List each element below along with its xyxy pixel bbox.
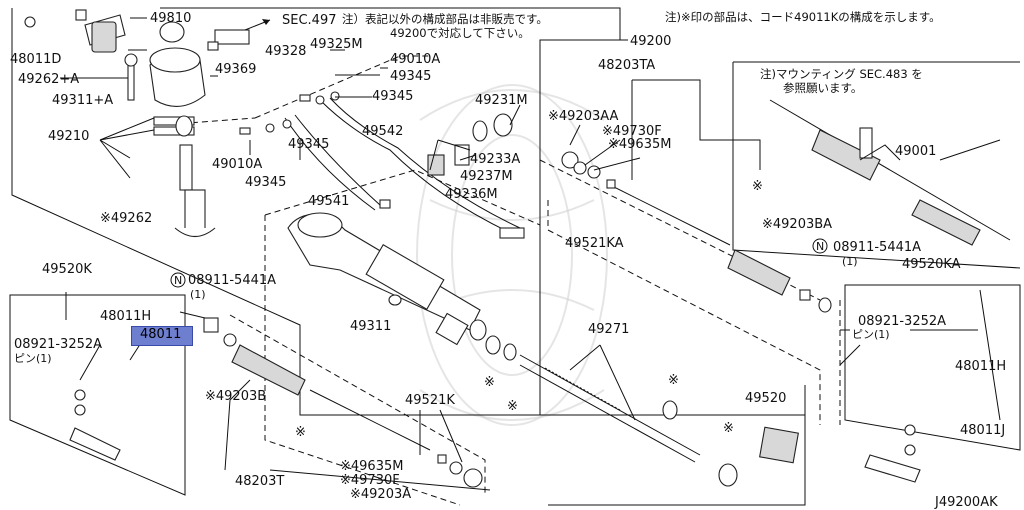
label-49311A[interactable]: 49311+A: [52, 93, 113, 108]
label-08921-a[interactable]: 08921-3252A: [858, 314, 946, 329]
label-48011J[interactable]: 48011J: [960, 423, 1005, 438]
label-49345-b[interactable]: 49345: [372, 89, 413, 104]
label-49231M[interactable]: 49231M: [475, 93, 528, 108]
label-49271[interactable]: 49271: [588, 322, 629, 337]
label-48011H-a[interactable]: 48011H: [955, 359, 1006, 374]
label-49203AA[interactable]: ※49203AA: [548, 109, 619, 124]
n-marker: N: [174, 274, 182, 287]
label-08911-b[interactable]: 08911-5441A: [188, 273, 276, 288]
label-49541[interactable]: 49541: [308, 194, 349, 209]
label-49730F-b[interactable]: ※49730F: [340, 473, 400, 488]
label-08911-a[interactable]: 08911-5441A: [833, 240, 921, 255]
label-49203B[interactable]: ※49203B: [205, 389, 266, 404]
star-marker: ※: [668, 373, 679, 388]
label-49328[interactable]: 49328: [265, 44, 306, 59]
label-49236M[interactable]: 49236M: [445, 187, 498, 202]
label-49311[interactable]: 49311: [350, 319, 391, 334]
star-marker: ※: [723, 421, 734, 436]
label-49521K[interactable]: 49521K: [405, 393, 455, 408]
label-49369[interactable]: 49369: [215, 62, 256, 77]
figure-code: J49200AK: [934, 495, 998, 510]
note-top-left: 注）表記以外の構成部品は非販売です。: [342, 12, 548, 26]
label-49345-d[interactable]: 49345: [288, 137, 329, 152]
star-marker: ※: [507, 399, 518, 414]
label-49001[interactable]: 49001: [895, 144, 936, 159]
label-49542[interactable]: 49542: [362, 124, 403, 139]
part-drawings: [24, 9, 1011, 488]
note-mounting-2: 参照願います。: [783, 81, 863, 95]
label-49325M[interactable]: 49325M: [310, 37, 363, 52]
star-marker: ※: [752, 179, 763, 194]
label-49520K[interactable]: 49520K: [42, 262, 92, 277]
star-marker: ※: [484, 375, 495, 390]
label-49520KA[interactable]: 49520KA: [902, 257, 961, 272]
label-49520[interactable]: 49520: [745, 391, 786, 406]
star-marker: ※: [295, 425, 306, 440]
label-49810[interactable]: 49810: [150, 11, 191, 26]
label-49233A[interactable]: 49233A: [470, 152, 520, 167]
n-marker: N: [816, 240, 824, 253]
note-top-left-2: 49200で対応して下さい。: [390, 26, 530, 40]
label-49635M-a[interactable]: ※49635M: [608, 137, 671, 152]
label-08921-b[interactable]: 08921-3252A: [14, 337, 102, 352]
label-49203A[interactable]: ※49203A: [350, 487, 411, 502]
label-49345-c[interactable]: 49345: [245, 175, 286, 190]
highlighted-part-48011[interactable]: [131, 326, 193, 346]
label-49010A-b[interactable]: 49010A: [212, 157, 262, 172]
note-mounting-1: 注)マウンティング SEC.483 を: [760, 67, 923, 81]
label-49345-a[interactable]: 49345: [390, 69, 431, 84]
label-49237M[interactable]: 49237M: [460, 169, 513, 184]
label-49203BA[interactable]: ※49203BA: [762, 217, 832, 232]
label-48011H-b[interactable]: 48011H: [100, 309, 151, 324]
label-08921-b-qty: ピン(1): [14, 352, 52, 365]
label-08911-a-qty: (1): [842, 255, 858, 268]
label-49730F-a[interactable]: ※49730F: [602, 124, 662, 139]
callout-labels: 49810 48011D 49262+A 49311+A 49328 49325…: [10, 11, 1006, 510]
label-08911-b-qty: (1): [190, 288, 206, 301]
label-49262A[interactable]: 49262+A: [18, 72, 79, 87]
label-48203TA[interactable]: 48203TA: [598, 58, 655, 73]
label-49200[interactable]: 49200: [630, 34, 671, 49]
label-48011D[interactable]: 48011D: [10, 52, 61, 67]
note-top-right: 注)※印の部品は、コード49011Kの構成を示します。: [665, 10, 941, 24]
label-08921-a-qty: ピン(1): [852, 328, 890, 341]
sec-ref-label[interactable]: SEC.497: [282, 13, 337, 28]
highlighted-part-label[interactable]: 48011: [140, 327, 182, 342]
watermark: [416, 84, 608, 426]
label-49262-star[interactable]: ※49262: [100, 211, 152, 226]
leader-lines: [60, 17, 1001, 491]
label-49210[interactable]: 49210: [48, 129, 89, 144]
label-49635M-b[interactable]: ※49635M: [340, 459, 403, 474]
label-49010A-a[interactable]: 49010A: [390, 52, 440, 67]
label-48203T[interactable]: 48203T: [235, 474, 284, 489]
label-49521KA[interactable]: 49521KA: [565, 236, 624, 251]
